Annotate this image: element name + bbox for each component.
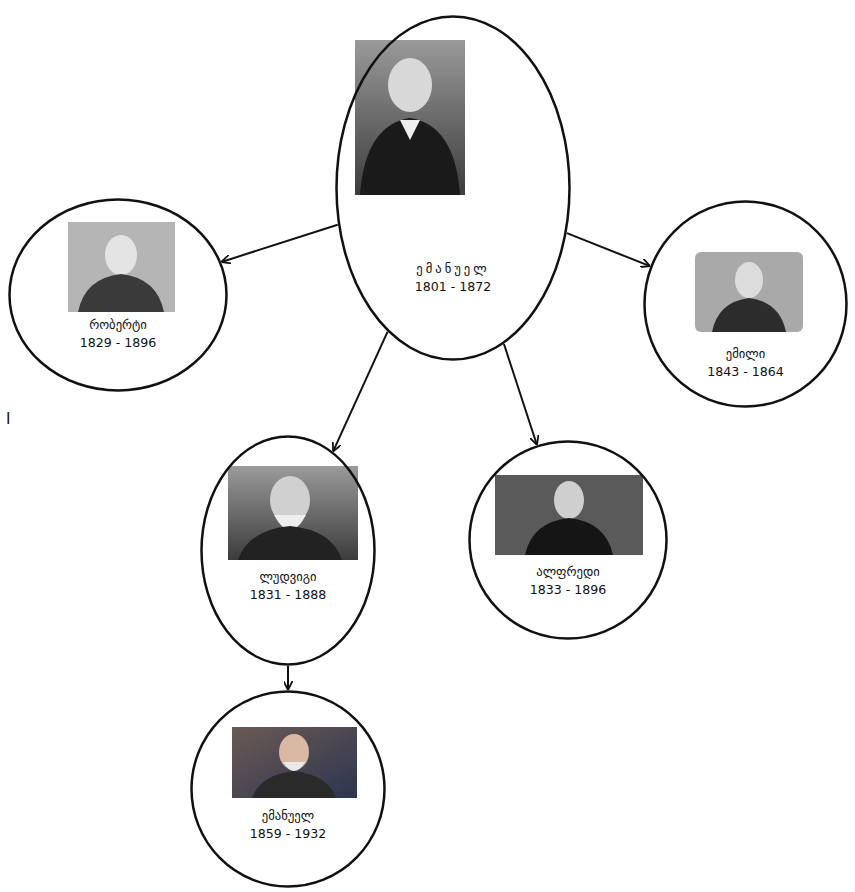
portrait [495, 475, 643, 555]
portrait [68, 222, 175, 312]
stray-mark: I [6, 410, 10, 428]
portrait [695, 252, 803, 332]
descent-arrow [567, 233, 650, 266]
life-years: 1833 - 1896 [468, 581, 668, 599]
descent-arrow [333, 332, 387, 451]
life-years: 1859 - 1932 [190, 825, 386, 843]
portrait [232, 727, 357, 798]
person-ellipse: ემილი1843 - 1864 [643, 200, 848, 408]
person-name: ემანუელ [335, 260, 571, 278]
person-text: ემილი1843 - 1864 [643, 345, 848, 381]
ellipse-outline [190, 690, 386, 888]
ellipse-outline [335, 15, 571, 361]
person-name: ალფრედი [468, 563, 668, 581]
person-text: ლუდვიგი1831 - 1888 [200, 568, 376, 604]
person-name: ემილი [643, 345, 848, 363]
person-name: ლუდვიგი [200, 568, 376, 586]
descent-arrow [287, 666, 289, 690]
portrait [355, 40, 465, 195]
person-text: ემანუელ1801 - 1872 [335, 260, 571, 296]
ellipse-outline [468, 440, 668, 640]
life-years: 1831 - 1888 [200, 586, 376, 604]
person-ellipse: ემანუელ1859 - 1932 [190, 690, 386, 888]
person-ellipse: ლუდვიგი1831 - 1888 [200, 435, 376, 666]
person-ellipse: რობერტი1829 - 1896 [8, 198, 228, 392]
person-name: რობერტი [8, 316, 228, 334]
person-name: ემანუელ [190, 807, 386, 825]
life-years: 1801 - 1872 [335, 278, 571, 296]
person-text: რობერტი1829 - 1896 [8, 316, 228, 352]
descent-arrow [221, 225, 337, 262]
portrait [228, 466, 358, 560]
person-ellipse: ალფრედი1833 - 1896 [468, 440, 668, 640]
life-years: 1829 - 1896 [8, 334, 228, 352]
person-ellipse: ემანუელ1801 - 1872 [335, 15, 571, 361]
descent-arrow [504, 344, 537, 445]
ellipse-outline [200, 435, 376, 666]
ellipse-outline [8, 198, 228, 392]
person-text: ალფრედი1833 - 1896 [468, 563, 668, 599]
life-years: 1843 - 1864 [643, 363, 848, 381]
person-text: ემანუელ1859 - 1932 [190, 807, 386, 843]
